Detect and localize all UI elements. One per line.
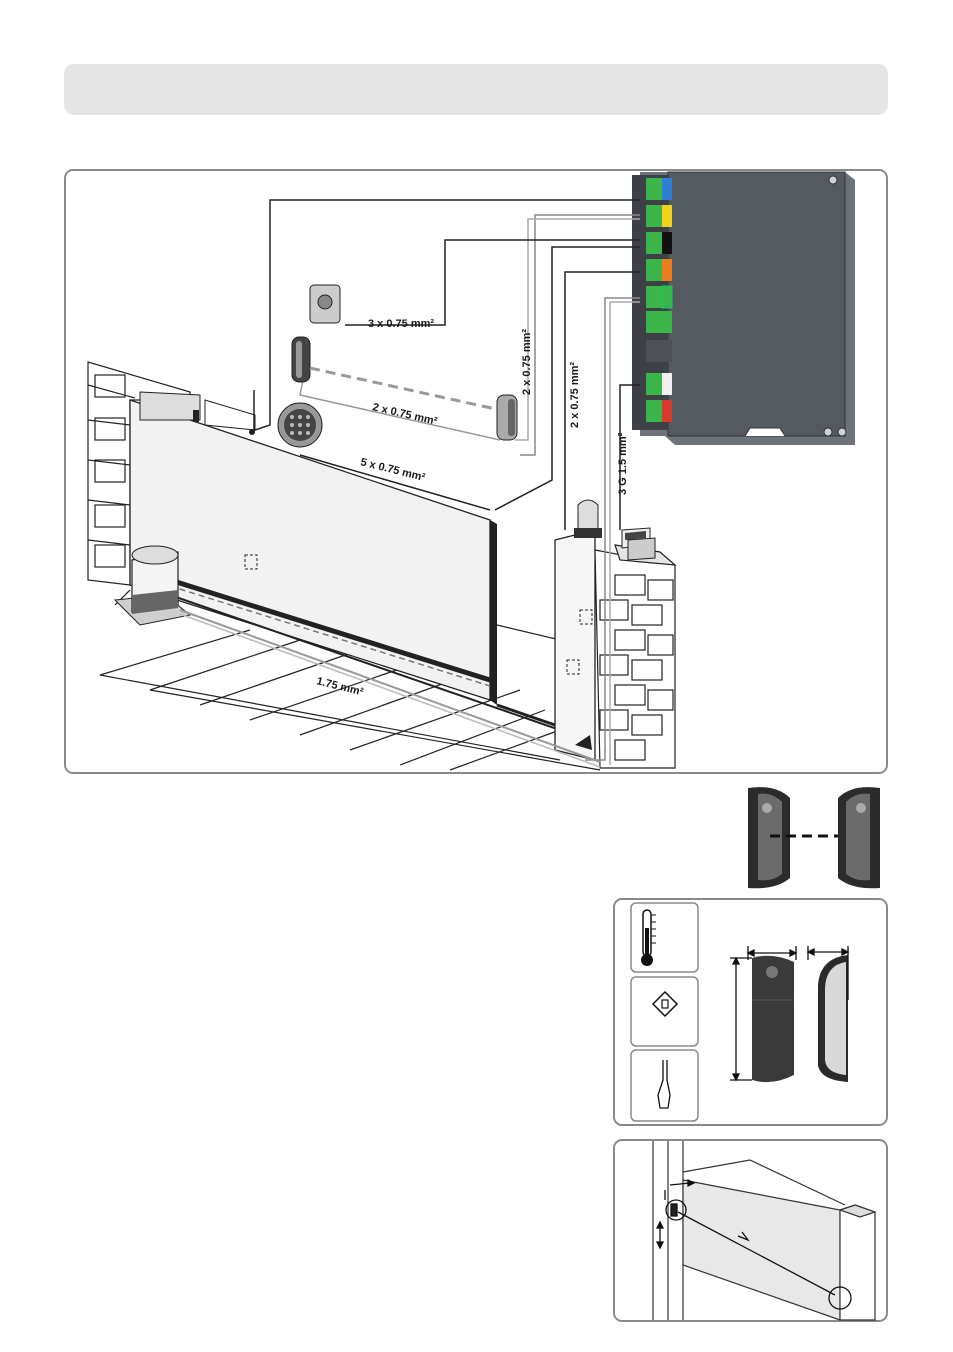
mounting-gate-sketch: [653, 1141, 875, 1320]
